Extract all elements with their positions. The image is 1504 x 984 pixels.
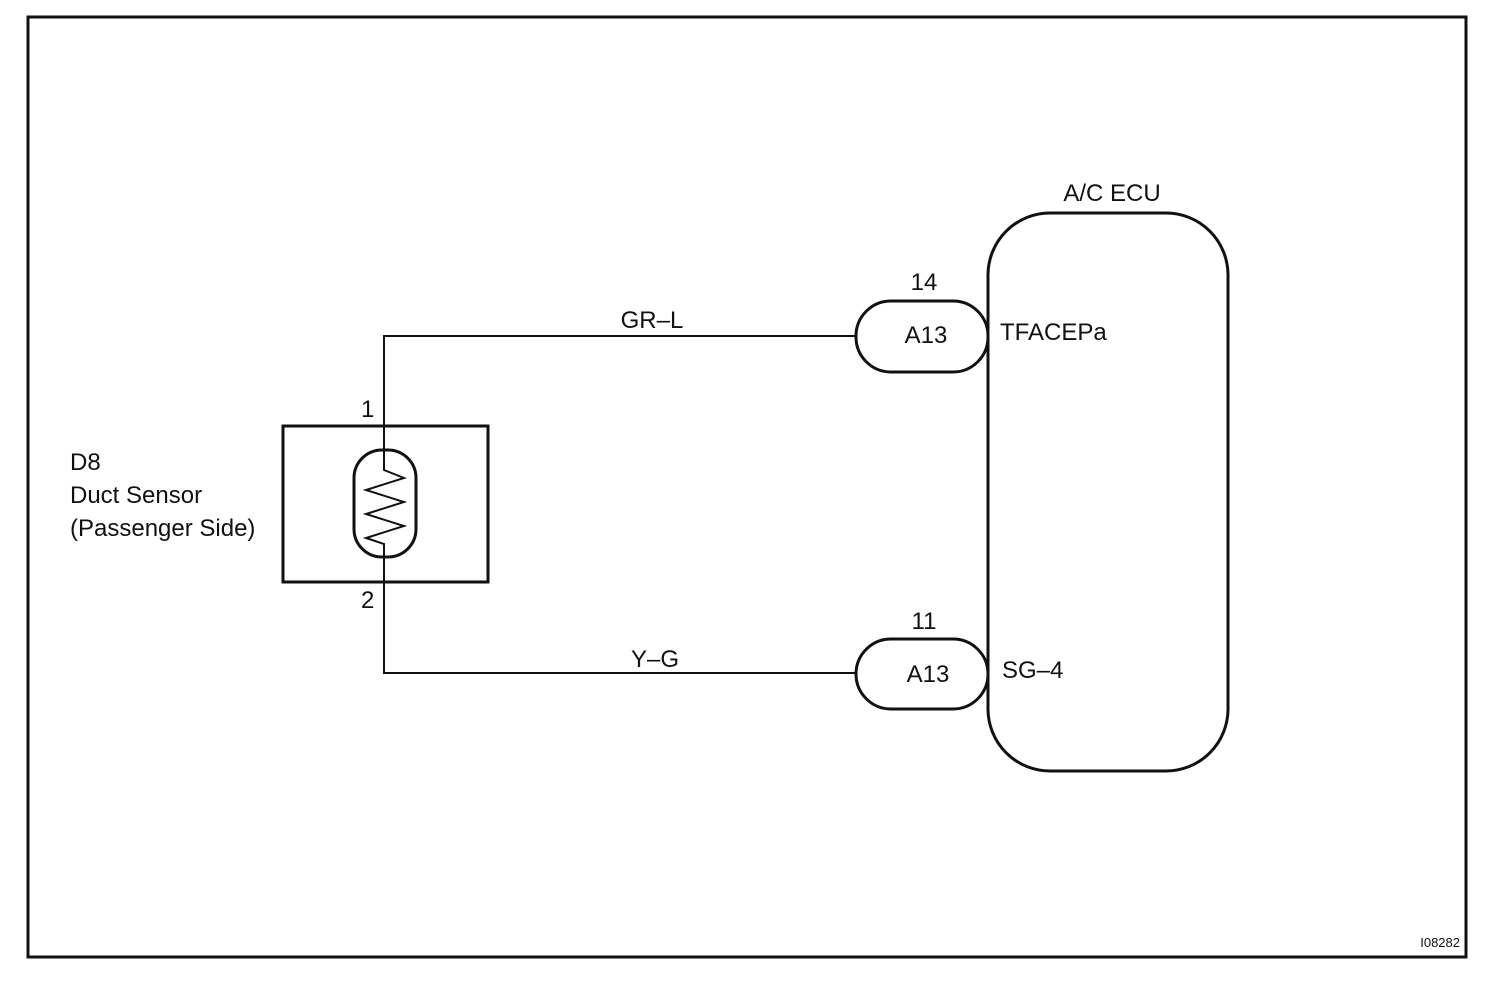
figure-id: I08282 — [1420, 935, 1460, 950]
sensor-side: (Passenger Side) — [70, 515, 255, 542]
connector-a13-bottom-label: A13 — [907, 661, 950, 688]
ac-ecu-block — [986, 211, 1230, 773]
wire-gr-l-label: GR–L — [621, 307, 684, 334]
connector-pin-14: 14 — [911, 269, 938, 296]
ecu-terminal-sg4: SG–4 — [1002, 657, 1063, 684]
sensor-pin-1: 1 — [361, 396, 374, 423]
connector-a13-top-label: A13 — [905, 322, 948, 349]
ecu-terminal-tfacepa: TFACEPa — [1000, 319, 1107, 346]
thermistor-capsule — [352, 448, 418, 559]
sensor-code: D8 — [70, 449, 101, 476]
wire-y-g-label: Y–G — [631, 646, 679, 673]
diagram-frame — [26, 15, 1468, 959]
ac-ecu-title: A/C ECU — [1063, 180, 1160, 207]
wire-y-g — [383, 550, 856, 674]
wire-gr-l — [383, 335, 856, 460]
sensor-name: Duct Sensor — [70, 482, 202, 509]
connector-pin-11: 11 — [912, 608, 937, 635]
sensor-pin-2: 2 — [361, 587, 374, 614]
thermistor-resistor-icon — [362, 460, 408, 550]
duct-sensor-box — [281, 424, 490, 584]
